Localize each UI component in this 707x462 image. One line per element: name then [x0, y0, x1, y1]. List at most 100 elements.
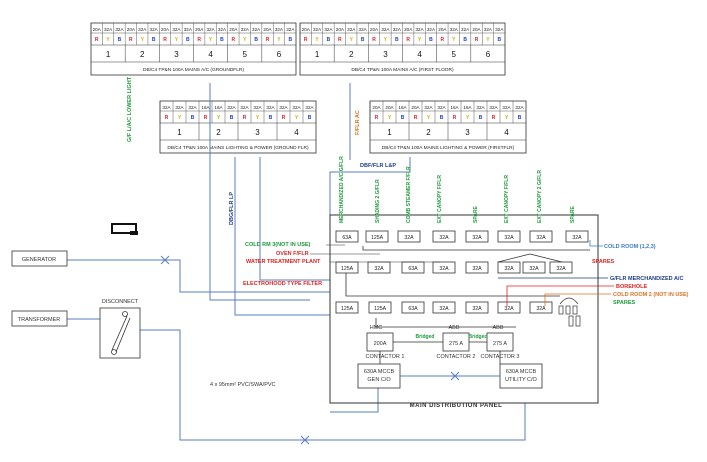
way-number: 4 [208, 50, 213, 59]
mccb-gen-box [357, 363, 401, 389]
mccb-gen-label: GEN C/O [367, 377, 391, 383]
disconnect-terminal [122, 311, 128, 317]
way-number: 4 [417, 50, 422, 59]
way-number: 1 [177, 128, 182, 137]
breaker-rating: 20A [472, 27, 481, 32]
phase-marker: B [254, 37, 258, 43]
label-oven: OVEN F/FLR [276, 251, 309, 257]
main-distribution-panel-frame [329, 214, 599, 404]
phase-marker: R [375, 115, 379, 121]
breaker-value: 32A [556, 266, 566, 272]
annotation-mark-box [111, 223, 137, 234]
way-number: 6 [486, 50, 491, 59]
way-number: 2 [216, 128, 221, 137]
breaker-rating: 32A [241, 27, 250, 32]
board-title: DB/C4 TP&N 100A MAINS A/C (GROUNDFLR) [143, 67, 244, 73]
label-electrohood: ELECTROHOOD TYPE FILTER [243, 281, 322, 287]
contactor-3-header: ABB [492, 325, 503, 331]
phase-marker: B [327, 37, 331, 43]
label-cold-room-2: COLD ROOM 2 (NOT IN USE) [613, 292, 689, 298]
board-title: DB/C4 TP&N 100A MAINS LIGHTING & POWER (… [382, 145, 515, 151]
breaker-box [365, 230, 389, 243]
disconnect-terminal [111, 349, 117, 355]
breaker-value: 32A [536, 235, 546, 241]
breaker-rating: 16A [214, 105, 223, 110]
contactor-2-header: ABB [448, 325, 459, 331]
phase-marker: Y [141, 37, 145, 43]
phase-marker: B [361, 37, 365, 43]
breaker-rating: 32A [188, 105, 197, 110]
phase-marker: Y [106, 37, 110, 43]
phase-marker: Y [486, 37, 490, 43]
board-title: DB/C4 TP&N 100A MAINS LIGHTING & POWER (… [167, 145, 309, 151]
phase-marker: Y [217, 115, 221, 121]
right-leader-lines [498, 240, 614, 306]
phase-marker: R [163, 37, 167, 43]
phase-marker: Y [243, 37, 247, 43]
breaker-rating: 20A [404, 27, 413, 32]
phase-marker: Y [418, 37, 422, 43]
feeder-label: EXT CANOPY 2 G/FLR [537, 170, 543, 223]
phase-marker: B [152, 37, 156, 43]
way-number: 5 [243, 50, 248, 59]
breaker-value: 125A [374, 306, 387, 312]
breaker-box [368, 301, 392, 314]
breaker-rating: 32A [476, 105, 485, 110]
phase-marker: R [304, 37, 308, 43]
breaker-rating: 16A [201, 105, 210, 110]
phase-marker: Y [295, 115, 299, 121]
phase-marker: R [414, 115, 418, 121]
phase-marker: B [288, 37, 292, 43]
bridged-label-1: Bridged [416, 334, 435, 340]
transformer-box [11, 310, 68, 327]
cable-cross-mark [300, 435, 310, 445]
way-number: 6 [277, 50, 282, 59]
phase-marker: B [308, 115, 312, 121]
cable-cross-mark [160, 255, 170, 265]
way-number: 4 [504, 128, 509, 137]
mccb-utility-label: UTILITY C/O [505, 377, 537, 383]
cable-label-dbf-flr-lp: DBF/FLR L&P [360, 163, 396, 169]
phase-marker: R [338, 37, 342, 43]
breaker-rating: 32A [415, 27, 424, 32]
phase-marker: B [440, 115, 444, 121]
phase-marker: B [395, 37, 399, 43]
breaker-rating: 32A [227, 105, 236, 110]
way-number: 1 [106, 50, 111, 59]
breaker-value: 32A [529, 266, 539, 272]
feeder-label: SPARE [473, 205, 479, 223]
phase-marker: Y [315, 37, 319, 43]
busbar-links [345, 246, 590, 328]
label-spares-1: SPARES [592, 259, 615, 265]
breaker-rating: 32A [484, 27, 493, 32]
generator-label: GENERATOR [22, 257, 56, 263]
phase-marker: R [282, 115, 286, 121]
breaker-rating: 20A [336, 27, 345, 32]
breaker-rating: 20A [195, 27, 204, 32]
breaker-rating: 32A [347, 27, 356, 32]
breaker-value: 32A [439, 306, 449, 312]
breaker-rating: 32A [313, 27, 322, 32]
way-number: 2 [349, 50, 354, 59]
breaker-rating: 32A [162, 105, 171, 110]
breaker-rating: 32A [515, 105, 524, 110]
phase-marker: R [129, 37, 133, 43]
phase-marker: R [372, 37, 376, 43]
busbar-link [375, 318, 516, 328]
way-number: 5 [452, 50, 457, 59]
breaker-rating: 32A [393, 27, 402, 32]
label-borehole: BOREHOLE [616, 284, 648, 290]
contactor-2-rating: 275 A [449, 341, 463, 347]
breaker-rating: 32A [489, 105, 498, 110]
breaker-rating: 20A [161, 27, 170, 32]
cable-route [329, 157, 411, 215]
breaker-value: 32A [472, 266, 482, 272]
phase-marker: B [479, 115, 483, 121]
phase-marker: R [204, 115, 208, 121]
busbar-link [497, 253, 563, 263]
distribution-board: 20AR32AY32AB20AR32AY32AB20AR32AY32AB20AR… [299, 22, 506, 76]
panel-title: MAIN DISTRIBUTION PANEL [410, 403, 503, 409]
leader-line [589, 240, 603, 247]
breaker-value: 125A [341, 306, 354, 312]
breaker-value: 32A [404, 235, 414, 241]
